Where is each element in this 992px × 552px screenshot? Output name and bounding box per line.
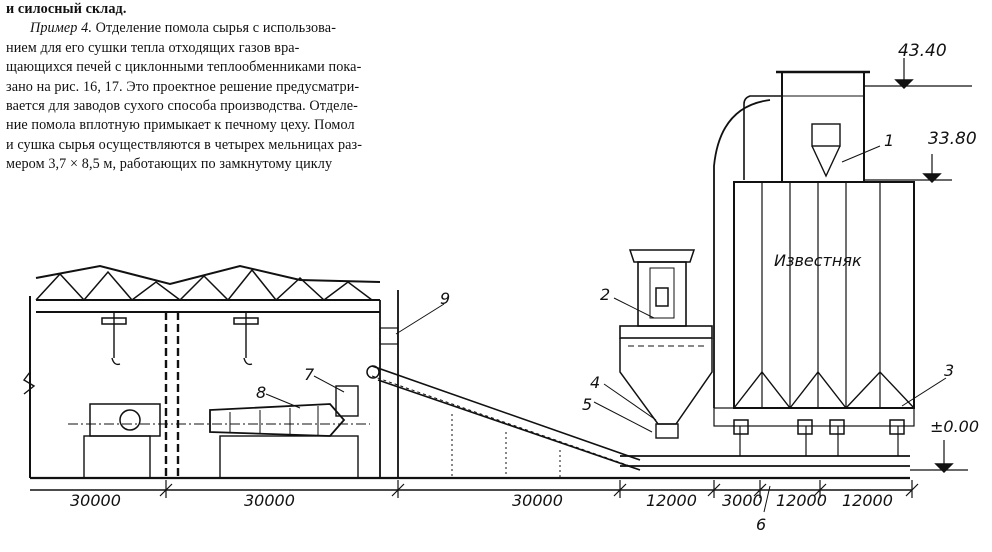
- text-line-7: и сушка сырья осуществляются в четырех м…: [6, 136, 363, 153]
- ball-mill: [68, 403, 370, 437]
- callout-8: 8: [256, 383, 266, 402]
- callout-leaders: [265, 145, 947, 513]
- elevation-33-80: [864, 154, 952, 184]
- callout-2: 2: [600, 285, 610, 304]
- text-line-0: и силосный склад.: [6, 1, 127, 17]
- bottom-conveyor: [620, 455, 910, 467]
- elevation-0-00: [910, 440, 968, 474]
- callout-1: 1: [884, 131, 894, 150]
- callout-7: 7: [304, 365, 315, 384]
- text-line-6: ние помола вплотную примыкает к печному …: [6, 117, 355, 134]
- silo-label: Известняк: [774, 251, 862, 270]
- dimension-label-6: 12000: [776, 491, 827, 510]
- text-line-2: нием для его сушки тепла отходящих газов…: [6, 39, 300, 56]
- callout-6: 6: [756, 515, 766, 534]
- dimension-label-4: 12000: [646, 491, 697, 510]
- elevation-43-40: [864, 58, 972, 90]
- dimension-label-7: 12000: [842, 491, 893, 510]
- dimension-label-5: 3000: [722, 491, 763, 510]
- text-line-3: щающихся печей с циклонными теплообменни…: [6, 59, 362, 76]
- body-text: и силосный склад. Пример 4. Отделение по…: [6, 0, 496, 175]
- elevation-label-33-80: 33.80: [928, 129, 977, 149]
- text-line-5: вается для заводов сухого способа произв…: [6, 98, 358, 115]
- callout-9: 9: [440, 289, 450, 308]
- text-line-8: мером 3,7 × 8,5 м, работающих по замкнут…: [6, 156, 333, 173]
- text-line-4: зано на рис. 16, 17. Это проектное решен…: [6, 78, 360, 95]
- callout-3: 3: [944, 361, 954, 380]
- feed-bunker: [619, 249, 713, 439]
- dimension-line: [30, 480, 919, 498]
- dimension-label-2: 30000: [244, 491, 295, 510]
- dimension-label-1: 30000: [70, 491, 121, 510]
- dimension-label-3: 30000: [512, 491, 563, 510]
- inclined-conveyor: [366, 365, 641, 478]
- elevation-label-43-40: 43.40: [898, 41, 947, 61]
- silo-block: [713, 70, 915, 456]
- elevation-label-0-00: ±0.00: [930, 417, 979, 436]
- callout-5: 5: [582, 395, 592, 414]
- text-line-1-rest: Отделение помола сырья с использова-: [91, 20, 337, 37]
- example-title: Пример 4.: [30, 20, 92, 37]
- callout-4: 4: [590, 373, 600, 392]
- mill-building: [22, 264, 399, 479]
- text-line-1: Пример 4. Отделение помола сырья с испол…: [6, 19, 496, 38]
